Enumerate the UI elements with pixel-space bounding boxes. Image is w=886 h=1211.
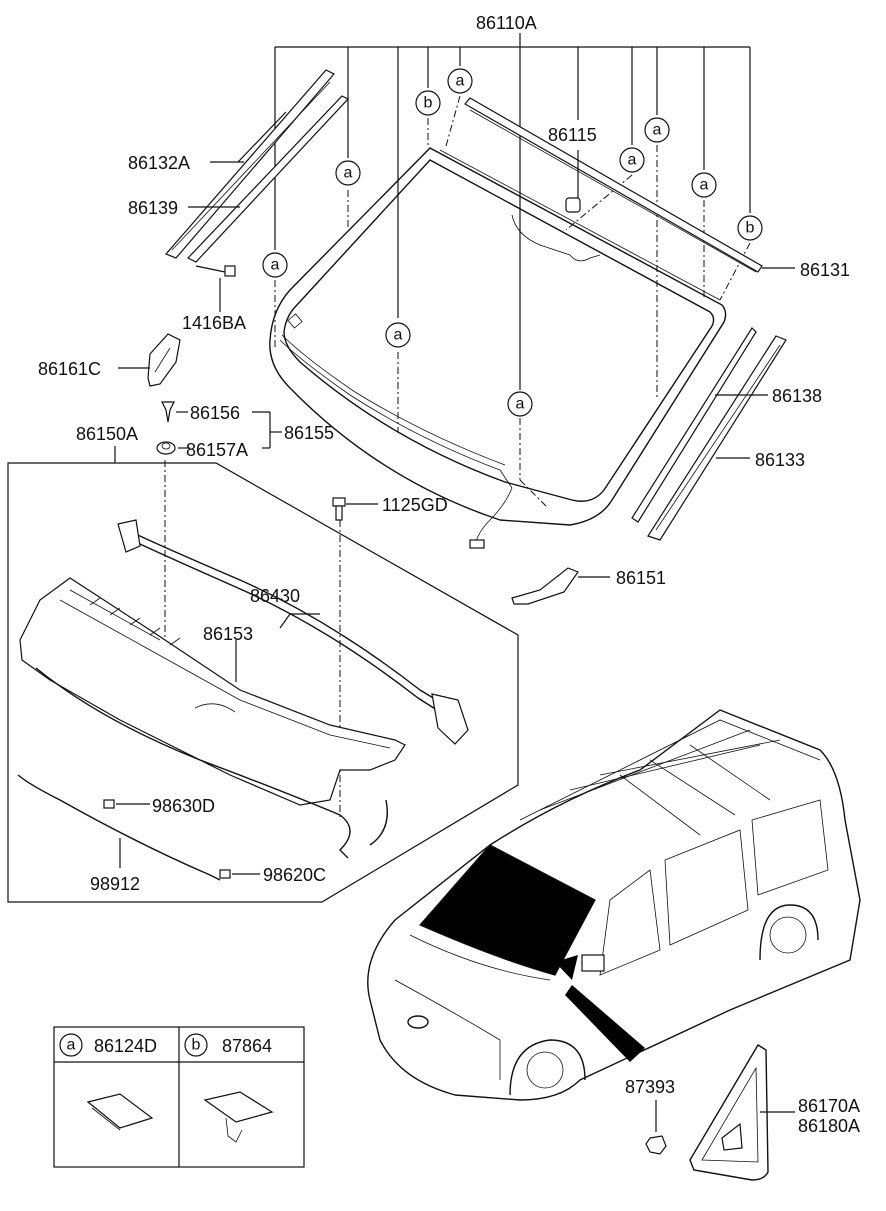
label-86133: 86133 [755,450,805,470]
svg-text:a: a [394,327,403,344]
label-86110A: 86110A [476,13,537,33]
label-87393: 87393 [625,1077,675,1097]
callout-a-7: a [644,117,670,143]
label-86150A: 86150A [76,424,138,444]
callout-a-3: a [385,322,411,348]
svg-text:a: a [653,122,662,139]
van-illustration [367,709,861,1101]
side-molding-right [631,327,787,541]
label-86139: 86139 [128,198,178,218]
callout-a-8: a [691,172,717,198]
cowl-panel-86153 [19,577,406,806]
svg-text:b: b [192,1037,201,1054]
fastener-86157A [156,441,176,455]
screw-1125GD [332,497,378,521]
callout-a-4: a [447,68,473,94]
leader-86110A [274,33,751,390]
leader-86155 [176,411,282,449]
svg-text:a: a [700,177,709,194]
label-86156: 86156 [190,403,240,423]
label-86153: 86153 [203,624,253,644]
screw-1416BA [195,265,236,312]
callout-a-5: a [507,391,533,417]
legend-b-part-shape [203,1091,274,1123]
van-mirror-glass [555,955,578,980]
van-windshield-glass [419,844,596,976]
label-86157A: 86157A [186,440,248,460]
washer-hose-98912 [17,667,388,881]
clip-86115 [565,150,581,213]
fastener-86156 [161,401,175,423]
bracket-86161C [118,333,181,387]
callout-a-1: a [335,160,361,186]
label-86138: 86138 [772,386,822,406]
label-98630D: 98630D [152,796,215,816]
top-molding-86131 [464,97,795,273]
label-86131: 86131 [800,260,850,280]
svg-text:a: a [271,257,280,274]
windshield-glass [269,147,727,549]
nut-87393 [645,1100,667,1155]
svg-text:a: a [516,396,525,413]
callout-b-2: b [737,215,763,241]
legend-callout-a: a [59,1033,83,1057]
label-86430: 86430 [250,586,300,606]
callout-a-2: a [262,252,288,278]
bracket-86151 [511,567,610,605]
label-1416BA: 1416BA [182,313,246,333]
label-86115: 86115 [548,125,597,145]
callout-b-1: b [415,90,441,116]
weatherstrip-86430 [117,519,469,745]
callout-a-6: a [619,147,645,173]
label-86151: 86151 [616,568,666,588]
legend-a-part-shape [86,1093,154,1129]
label-98620C: 98620C [263,865,326,885]
label-86170A: 86170A [798,1096,860,1116]
svg-text:a: a [628,152,637,169]
svg-text:a: a [67,1037,76,1054]
label-86132A: 86132A [128,153,190,173]
legend-a-part-number: 86124D [94,1036,157,1056]
van-leader-wedge [565,985,645,1062]
legend-box [53,1026,305,1168]
legend-callout-b: b [184,1033,208,1057]
svg-text:a: a [344,165,353,182]
label-86161C: 86161C [38,359,101,379]
side-molding-left [164,69,349,263]
legend-b-part-number: 87864 [222,1036,272,1056]
svg-text:a: a [456,73,465,90]
label-86155: 86155 [284,423,334,443]
svg-text:b: b [746,220,755,237]
quarter-glass-86170A [689,1044,795,1181]
label-98912: 98912 [90,874,140,894]
label-86180A: 86180A [798,1116,860,1136]
label-1125GD: 1125GD [382,495,448,515]
cowl-assembly-box [7,446,519,903]
svg-text:b: b [424,95,433,112]
